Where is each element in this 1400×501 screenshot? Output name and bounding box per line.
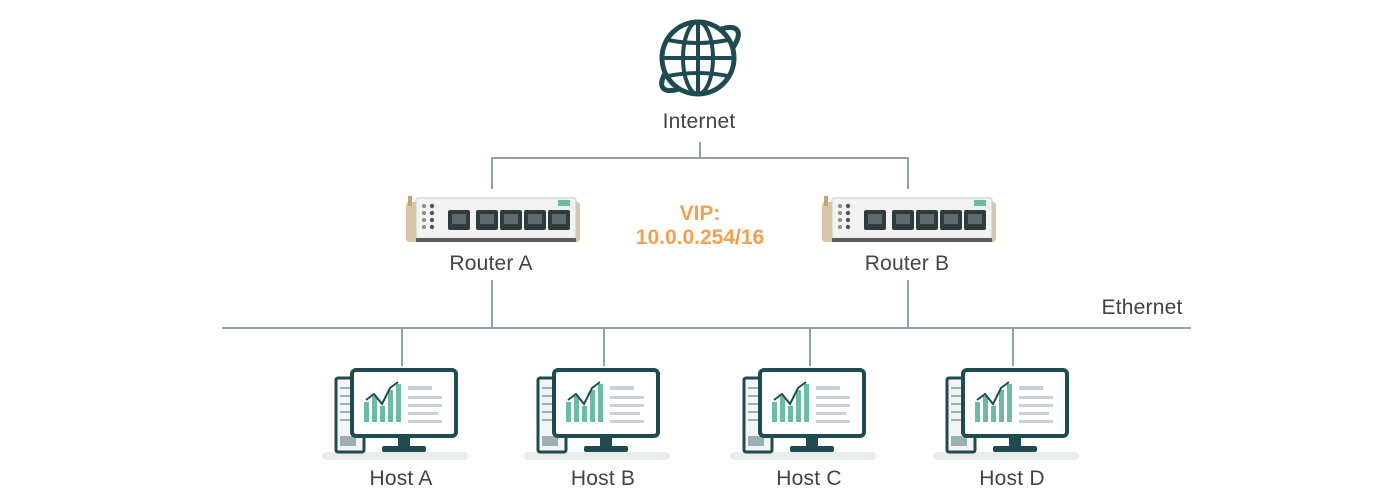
router-b-downlink bbox=[907, 280, 909, 328]
ethernet-bus bbox=[222, 327, 1191, 329]
router-icon bbox=[406, 196, 580, 242]
host-a-node bbox=[322, 366, 482, 467]
router-a-label: Router A bbox=[449, 252, 533, 275]
computer-icon bbox=[730, 368, 876, 460]
host-a-label: Host A bbox=[369, 467, 433, 490]
host-c-drop bbox=[809, 328, 811, 366]
host-a-drop bbox=[401, 328, 403, 366]
internet-uplink bbox=[699, 142, 701, 158]
router-b-label: Router B bbox=[864, 252, 950, 275]
computer-icon bbox=[933, 368, 1079, 460]
router-icon bbox=[822, 196, 996, 242]
vip-title: VIP: bbox=[679, 202, 721, 225]
vip-address: 10.0.0.254/16 bbox=[635, 226, 765, 249]
ethernet-label: Ethernet bbox=[1101, 296, 1183, 319]
host-b-label: Host B bbox=[570, 467, 636, 490]
router-b-node bbox=[820, 194, 998, 251]
router-a-uplink bbox=[491, 157, 493, 189]
host-b-drop bbox=[603, 328, 605, 366]
host-d-label: Host D bbox=[979, 467, 1045, 490]
globe-icon bbox=[659, 19, 741, 97]
host-c-node bbox=[730, 366, 890, 467]
host-d-node bbox=[933, 366, 1093, 467]
host-c-label: Host C bbox=[776, 467, 842, 490]
host-d-drop bbox=[1012, 328, 1014, 366]
computer-icon bbox=[322, 368, 468, 460]
router-a-node bbox=[404, 194, 582, 251]
router-a-downlink bbox=[491, 280, 493, 328]
internet-label: Internet bbox=[662, 110, 736, 133]
computer-icon bbox=[524, 368, 670, 460]
internet-node bbox=[648, 10, 748, 111]
host-b-node bbox=[524, 366, 684, 467]
vip-label: VIP: 10.0.0.254/16 bbox=[636, 202, 764, 250]
router-b-uplink bbox=[907, 157, 909, 189]
router-branch-line bbox=[491, 157, 909, 159]
